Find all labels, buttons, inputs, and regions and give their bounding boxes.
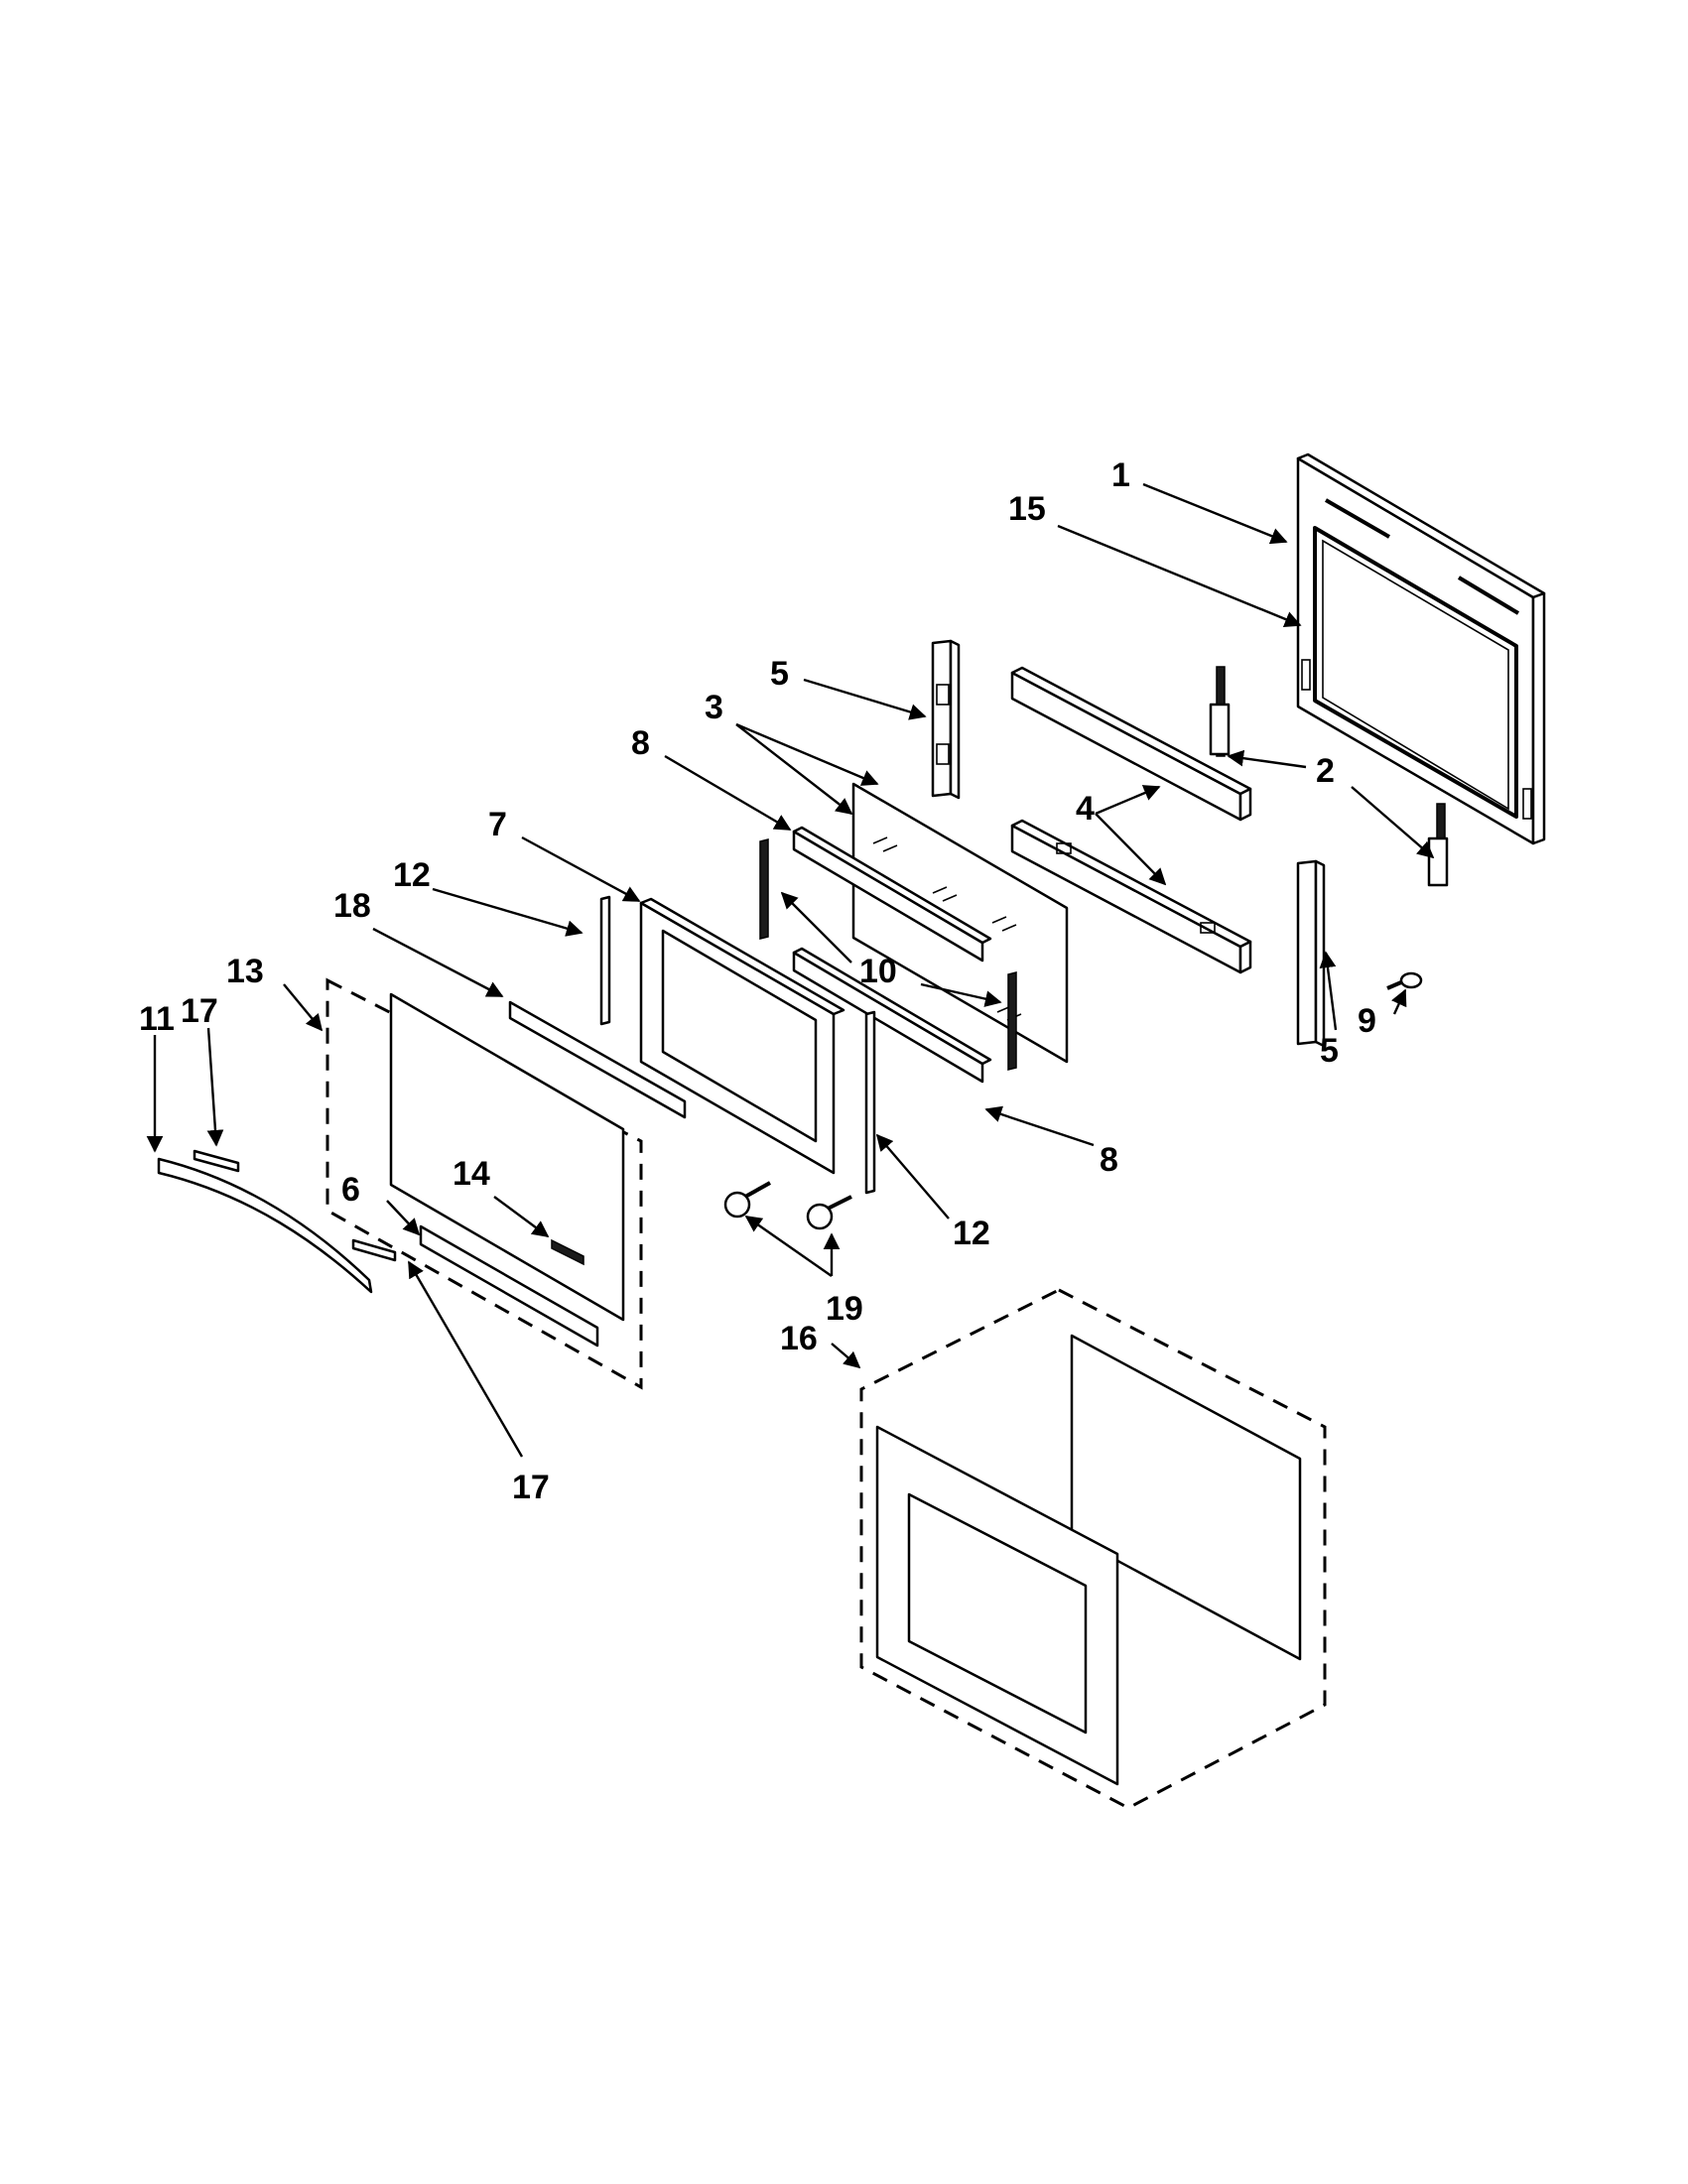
glass-retainer-lower [792,947,992,1084]
callout-3: 3 [705,689,723,726]
glass-spacer-left [759,838,769,940]
handle-screw-right [806,1195,852,1230]
callout-labels: 1 15 5 3 8 2 4 7 12 18 13 11 17 10 5 9 8… [139,456,1376,1506]
callout-10: 10 [859,953,897,990]
door-bottom-vent-trim [419,1224,599,1348]
inner-door-panel [1296,452,1546,845]
hinge-upper [1209,666,1231,757]
door-channel-lower [1010,819,1252,974]
callout-4: 4 [1076,790,1095,828]
callout-5-lower: 5 [1320,1032,1339,1070]
glass-spacer-right [1007,971,1017,1071]
hinge-screw [1386,971,1423,990]
handle-end-cap-upper [193,1149,240,1173]
outer-door-assembly [325,977,643,1390]
callout-5-upper: 5 [770,655,789,693]
callout-7: 7 [488,806,507,843]
hinge-receptacle-upper [931,639,961,800]
callout-19: 19 [826,1290,863,1328]
door-top-vent-trim [508,1000,687,1119]
callout-17-upper: 17 [181,992,218,1030]
glass-retainer-upper [792,826,992,963]
callout-6: 6 [341,1171,360,1209]
callout-13: 13 [226,953,264,990]
handle-screw-left [723,1181,771,1219]
door-channel-upper [1010,666,1252,822]
side-trim-left [599,895,611,1026]
callout-8-lower: 8 [1100,1141,1118,1179]
callout-1: 1 [1111,456,1130,494]
side-trim-right [864,1010,876,1195]
door-handle [157,1157,373,1294]
callout-16: 16 [780,1320,818,1357]
callout-12-upper: 12 [393,856,431,894]
nameplate-badge [551,1238,584,1266]
hinge-receptacle-lower [1296,859,1326,1048]
leader-lines [146,482,1435,1458]
callout-12-lower: 12 [953,1215,990,1252]
callout-9: 9 [1358,1002,1376,1040]
callout-11: 11 [139,1000,175,1038]
handle-end-cap-lower [351,1238,397,1262]
door-frame [639,897,845,1175]
callout-15: 15 [1008,490,1046,528]
callout-17-lower: 17 [512,1469,550,1506]
callout-14: 14 [453,1155,490,1193]
hinge-lower [1427,803,1449,887]
callout-8-upper: 8 [631,724,650,762]
callout-18: 18 [333,887,371,925]
callout-2: 2 [1316,752,1335,790]
outer-glass-assembly [859,1288,1327,1810]
